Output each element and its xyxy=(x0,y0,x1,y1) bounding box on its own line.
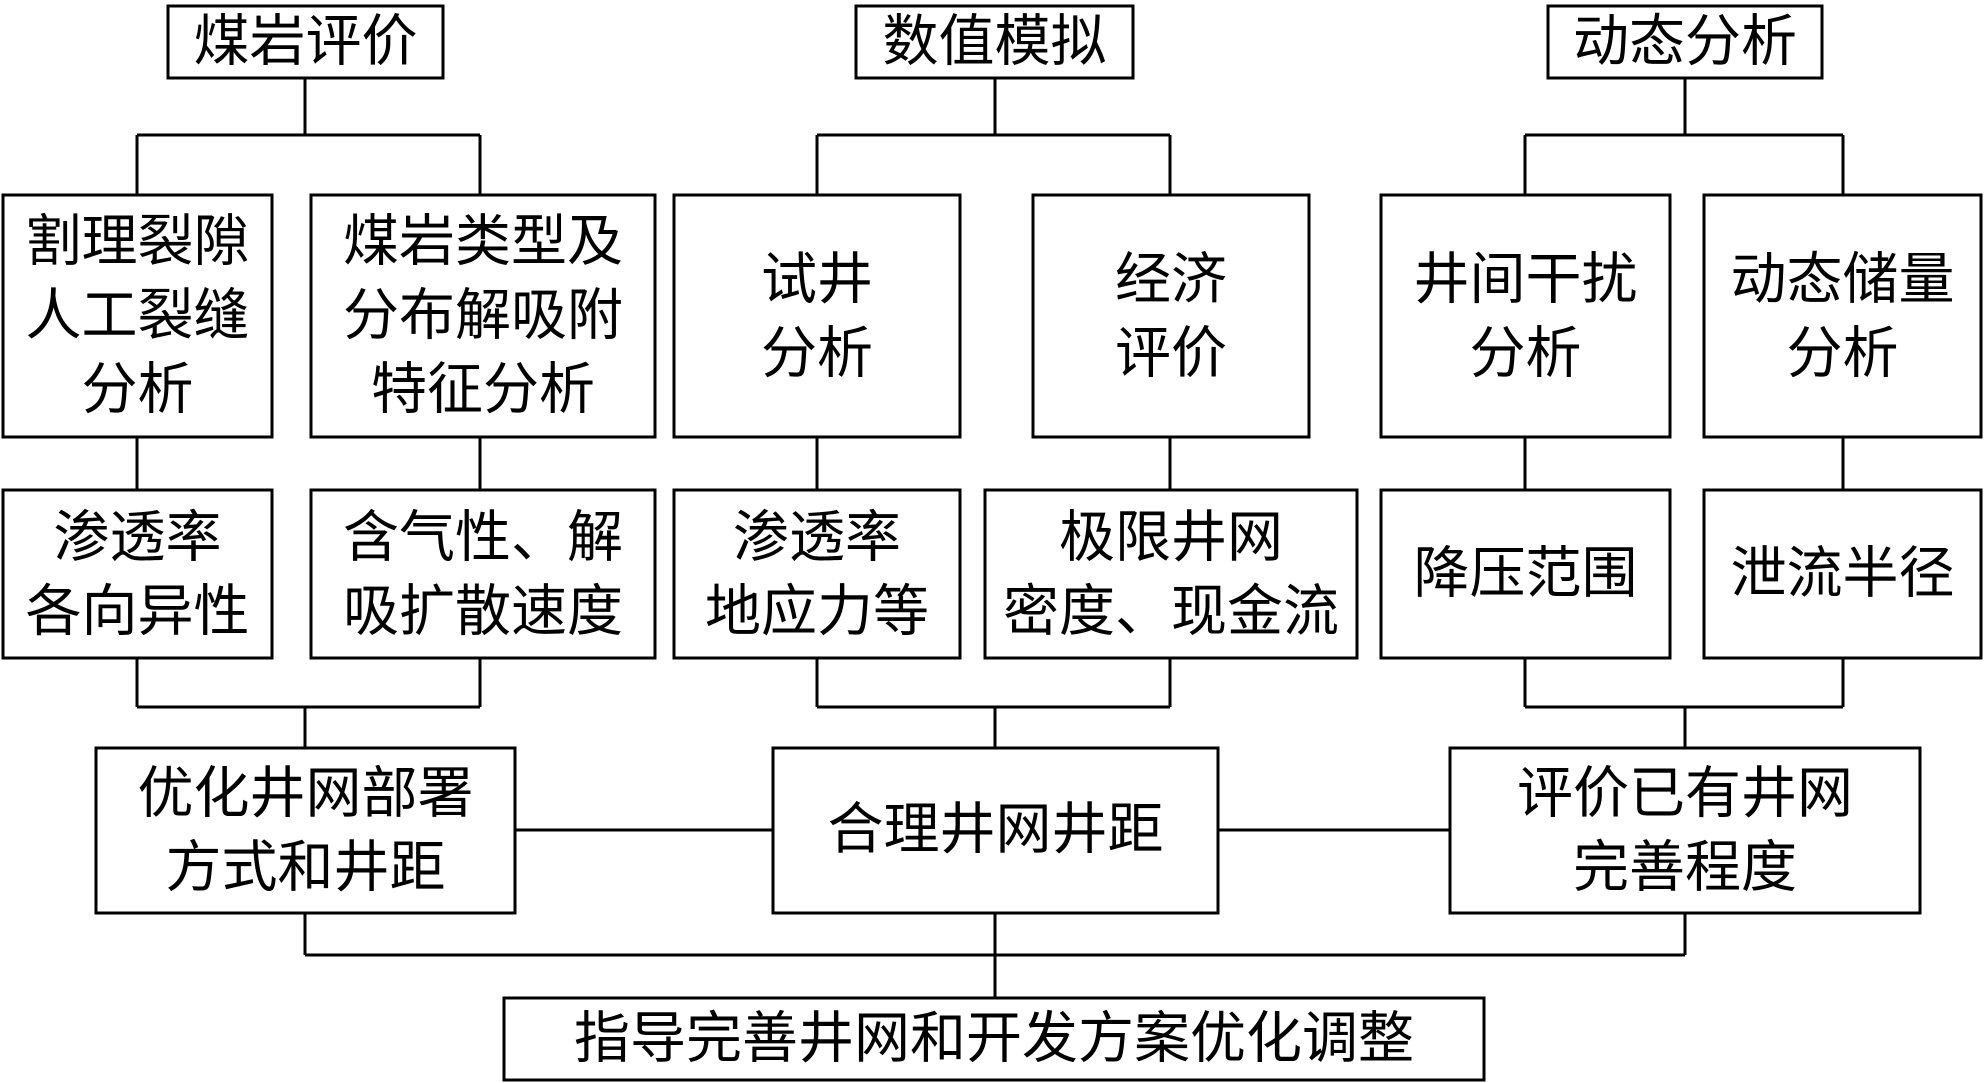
interference-line: 分析 xyxy=(1470,322,1582,387)
well-test-line: 试井 xyxy=(761,248,873,313)
numerical-simulation-box: 数值模拟 xyxy=(854,4,1135,80)
gas-content-box: 含气性、解 吸扩散速度 xyxy=(309,488,657,660)
reasonable-spacing-box: 合理井网井距 xyxy=(771,746,1220,915)
coal-rock-evaluation-label: 煤岩评价 xyxy=(194,10,418,75)
cleat-fracture-line: 人工裂缝 xyxy=(26,284,250,349)
pressure-drop-box: 降压范围 xyxy=(1379,488,1672,660)
pressure-drop-line: 降压范围 xyxy=(1414,542,1638,607)
economic-line: 评价 xyxy=(1115,322,1227,387)
permeability-stress-line: 渗透率 xyxy=(733,506,901,571)
optimize-pattern-line: 方式和井距 xyxy=(166,836,446,901)
optimize-pattern-line: 优化井网部署 xyxy=(138,762,474,827)
dynamic-analysis-label: 动态分析 xyxy=(1573,10,1797,75)
coal-type-line: 分布解吸附 xyxy=(343,284,623,349)
coal-type-line: 煤岩类型及 xyxy=(343,210,623,275)
dynamic-reserve-line: 动态储量 xyxy=(1731,248,1955,313)
limit-density-box: 极限井网 密度、现金流 xyxy=(983,488,1359,660)
gas-content-line: 含气性、解 xyxy=(343,506,623,571)
limit-density-line: 极限井网 xyxy=(1059,506,1283,571)
permeability-anisotropy-line: 渗透率 xyxy=(54,506,222,571)
permeability-stress-line: 地应力等 xyxy=(705,580,929,645)
cleat-fracture-line: 分析 xyxy=(82,358,194,423)
connectors xyxy=(135,78,1845,998)
evaluate-existing-line: 评价已有井网 xyxy=(1517,762,1853,827)
reasonable-spacing-line: 合理井网井距 xyxy=(828,798,1164,863)
dynamic-reserve-analysis-box: 动态储量 分析 xyxy=(1702,193,1983,439)
permeability-anisotropy-box: 渗透率 各向异性 xyxy=(1,488,274,660)
evaluate-existing-line: 完善程度 xyxy=(1573,836,1797,901)
limit-density-line: 密度、现金流 xyxy=(1003,580,1339,645)
well-test-line: 分析 xyxy=(761,322,873,387)
interference-line: 井间干扰 xyxy=(1414,248,1638,313)
cleat-fracture-analysis-box: 割理裂隙 人工裂缝 分析 xyxy=(1,193,274,439)
coal-type-line: 特征分析 xyxy=(371,358,595,423)
drainage-radius-box: 泄流半径 xyxy=(1702,488,1983,660)
gas-content-line: 吸扩散速度 xyxy=(343,580,623,645)
coal-rock-evaluation-box: 煤岩评价 xyxy=(166,4,445,80)
drainage-radius-line: 泄流半径 xyxy=(1731,542,1955,607)
dynamic-analysis-box: 动态分析 xyxy=(1546,4,1824,80)
final-guidance-box: 指导完善井网和开发方案优化调整 xyxy=(502,996,1486,1082)
cleat-fracture-line: 割理裂隙 xyxy=(26,210,250,275)
dynamic-reserve-line: 分析 xyxy=(1787,322,1899,387)
interference-analysis-box: 井间干扰 分析 xyxy=(1379,193,1672,439)
final-guidance-label: 指导完善井网和开发方案优化调整 xyxy=(574,1007,1414,1072)
numerical-simulation-label: 数值模拟 xyxy=(883,10,1107,75)
permeability-stress-box: 渗透率 地应力等 xyxy=(672,488,962,660)
optimize-pattern-box: 优化井网部署 方式和井距 xyxy=(94,746,517,915)
evaluate-existing-box: 评价已有井网 完善程度 xyxy=(1448,746,1922,915)
economic-evaluation-box: 经济 评价 xyxy=(1031,193,1311,439)
well-test-analysis-box: 试井 分析 xyxy=(672,193,962,439)
economic-line: 经济 xyxy=(1115,248,1227,313)
coal-type-analysis-box: 煤岩类型及 分布解吸附 特征分析 xyxy=(309,193,657,439)
permeability-anisotropy-line: 各向异性 xyxy=(26,580,250,645)
